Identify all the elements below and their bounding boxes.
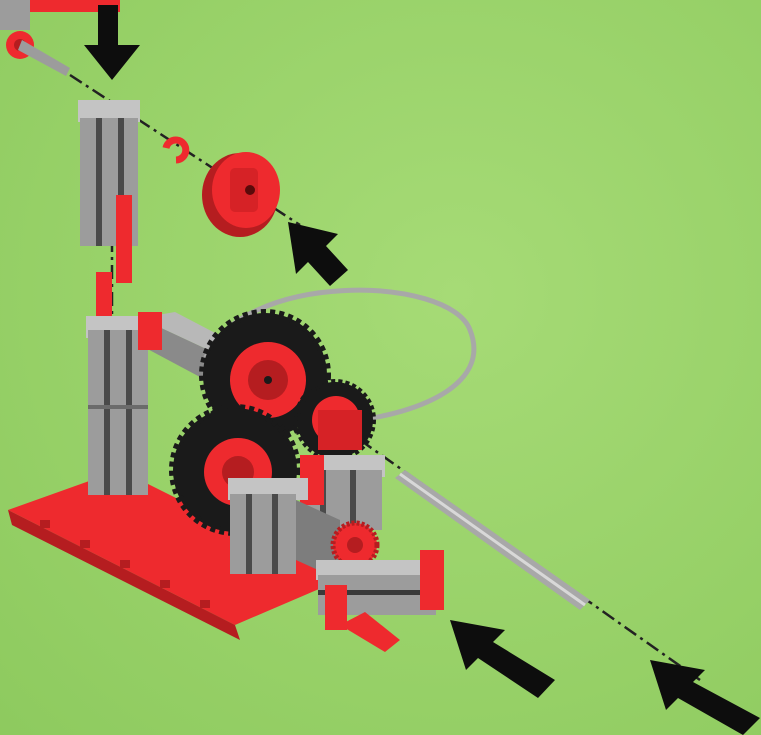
small-gear [297, 382, 373, 458]
